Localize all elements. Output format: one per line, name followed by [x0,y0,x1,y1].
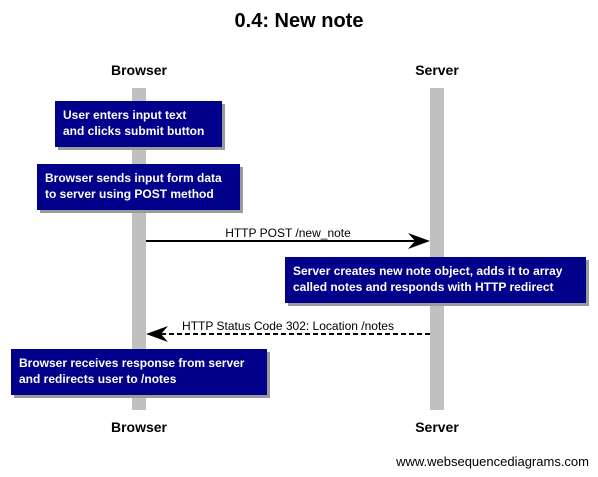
participant-server-top: Server [415,62,459,78]
post-arrow [146,233,430,249]
note-browser-sends: Browser sends input form data to server … [37,164,240,210]
note-browser-receives: Browser receives response from server an… [11,349,267,395]
participant-browser-bottom: Browser [110,419,168,435]
note-user-enters: User enters input text and clicks submit… [55,101,222,147]
footer-credit: www.websequencediagrams.com [396,454,589,469]
participant-server-bottom: Server [415,419,459,435]
redirect-arrow [146,326,430,342]
post-message-label: HTTP POST /new_note [225,226,351,240]
diagram-title: 0.4: New note [234,10,364,32]
note-server-creates: Server creates new note object, adds it … [285,257,586,303]
redirect-message-label: HTTP Status Code 302: Location /notes [182,319,394,333]
server-lifeline [430,88,444,410]
participant-browser-top: Browser [110,62,168,78]
